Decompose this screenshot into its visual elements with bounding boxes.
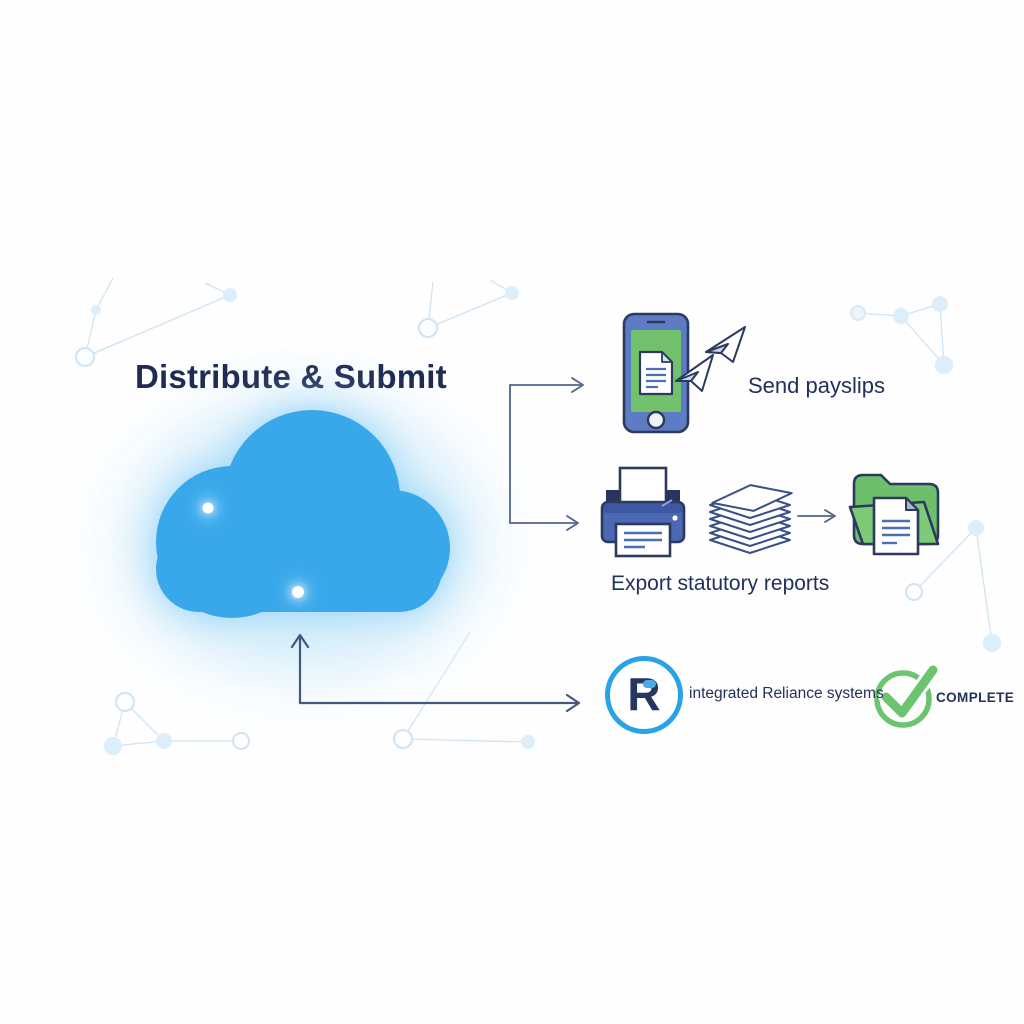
folder-documents-icon (848, 473, 940, 556)
reliance-logo-dot (643, 680, 656, 688)
label-integrated-reliance-systems: integrated Reliance systems (689, 685, 884, 702)
arrow-cloud-to-branches (509, 377, 584, 531)
smartphone-icon (622, 312, 690, 434)
arrow-to-reports (509, 515, 579, 531)
label-send-payslips: Send payslips (748, 373, 885, 398)
report-document-icon (872, 496, 920, 556)
label-export-statutory-reports: Export statutory reports (611, 572, 830, 595)
arrow-stack-to-folder (797, 509, 836, 523)
payslip-document-icon (638, 350, 674, 396)
status-complete: COMPLETE (936, 690, 1015, 705)
page-title: Distribute & Submit (135, 358, 447, 395)
arrow-to-payslips (509, 377, 584, 393)
reliance-logo-letter: R (627, 668, 661, 720)
check-circle-icon (874, 662, 941, 728)
printer-icon (600, 466, 686, 558)
arrow-cloud-to-reliance (290, 633, 581, 713)
cloud-sparkles (202, 502, 304, 598)
cloud-icon (156, 410, 450, 618)
paper-plane-icon (675, 326, 746, 392)
paper-stack-icon (709, 484, 793, 554)
reliance-r-logo: R (605, 656, 683, 734)
